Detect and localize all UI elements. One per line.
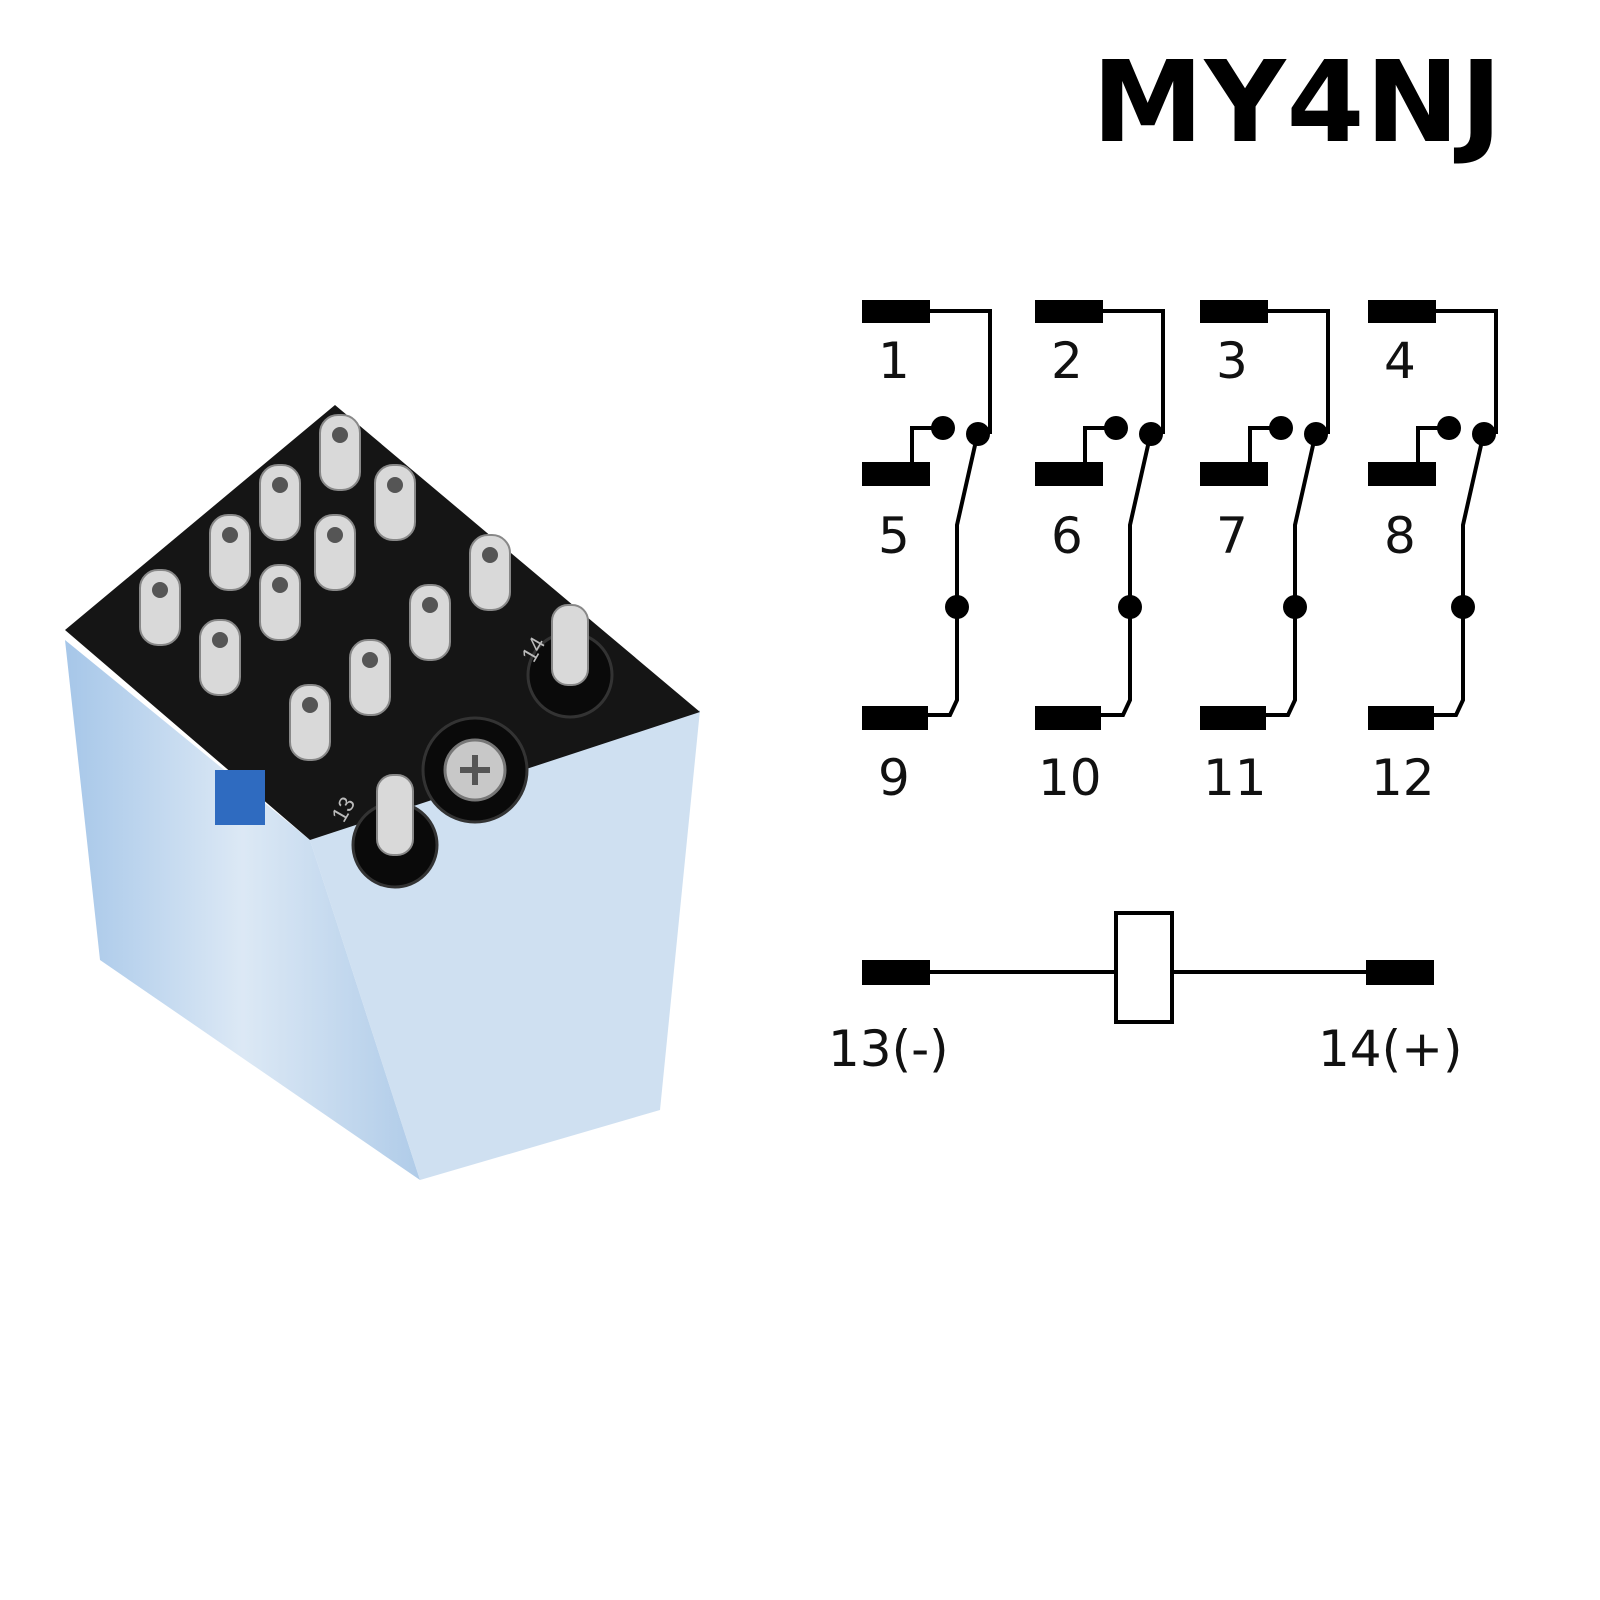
coil-circuit: 13(-) 14(+) [828, 911, 1463, 1078]
terminal-label-nc: 7 [1216, 507, 1248, 565]
coil-pin [376, 774, 414, 856]
terminal-label-common: 2 [1051, 332, 1083, 390]
terminal-common [1368, 300, 1436, 323]
contact-dot [1304, 422, 1328, 446]
pole-2: 2 6 10 [1035, 300, 1165, 807]
terminal-no [1368, 706, 1434, 730]
terminal-nc [1200, 462, 1268, 486]
contact-dot [966, 422, 990, 446]
coil-negative-label: 13(-) [828, 1020, 949, 1078]
relay-base [65, 405, 700, 840]
terminal-label-nc: 6 [1051, 507, 1083, 565]
contact-dot [1269, 416, 1293, 440]
contact-dot [1104, 416, 1128, 440]
terminal-label-nc: 5 [878, 507, 910, 565]
coil-pin [551, 604, 589, 686]
contact-dot [1437, 416, 1461, 440]
terminal-no [1035, 706, 1101, 730]
relay-pin [314, 514, 356, 591]
coil-symbol [1114, 911, 1174, 1024]
relay-pin [199, 619, 241, 696]
contact-dot [1118, 595, 1142, 619]
contact-dot [1139, 422, 1163, 446]
terminal-nc [1368, 462, 1436, 486]
relay-pin [349, 639, 391, 716]
terminal-label-common: 4 [1384, 332, 1416, 390]
relay-pin [139, 569, 181, 646]
coil-positive-label: 14(+) [1318, 1020, 1463, 1078]
contact-dot [945, 595, 969, 619]
terminal-label-no: 10 [1038, 749, 1102, 807]
contact-dot [1283, 595, 1307, 619]
relay-pin [259, 564, 301, 641]
relay-pin [469, 534, 511, 611]
contact-dot [931, 416, 955, 440]
relay-pin [289, 684, 331, 761]
pole-4: 4 8 12 [1368, 300, 1498, 807]
terminal-common [862, 300, 930, 323]
pole-3: 3 7 11 [1200, 300, 1330, 807]
terminal-no [862, 706, 928, 730]
terminal-nc [862, 462, 930, 486]
terminal-label-common: 1 [878, 332, 910, 390]
contact-dot [1451, 595, 1475, 619]
relay-pin [409, 584, 451, 661]
terminal-nc [1035, 462, 1103, 486]
terminal-label-no: 12 [1371, 749, 1435, 807]
relay-pin [259, 464, 301, 541]
relay-pin [319, 414, 361, 491]
terminal-label-nc: 8 [1384, 507, 1416, 565]
terminal-label-no: 11 [1203, 749, 1267, 807]
terminal-label-no: 9 [878, 749, 910, 807]
relay-tab [215, 770, 265, 825]
terminal-14 [1366, 960, 1434, 985]
relay-body-left [65, 640, 420, 1180]
pole-1: 1 5 9 [862, 300, 992, 807]
terminal-common [1200, 300, 1268, 323]
relay-pin [209, 514, 251, 591]
terminal-no [1200, 706, 1266, 730]
contact-dot [1472, 422, 1496, 446]
terminal-13 [862, 960, 930, 985]
terminal-common [1035, 300, 1103, 323]
model-title: MY4NJ [1092, 38, 1503, 168]
relay-pin [374, 464, 416, 541]
terminal-label-common: 3 [1216, 332, 1248, 390]
